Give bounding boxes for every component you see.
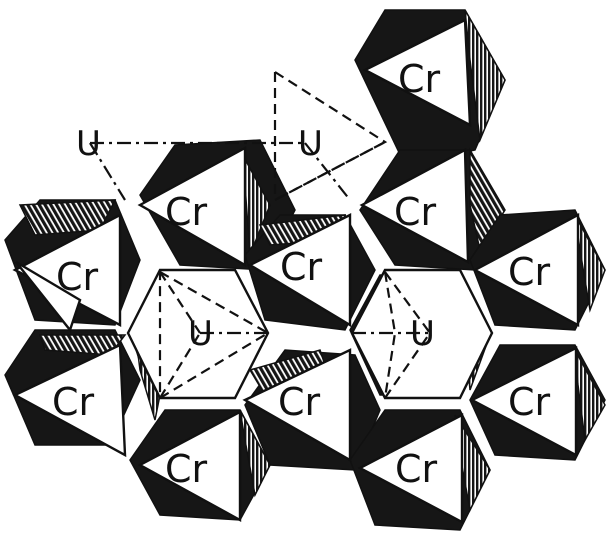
cr-face-1	[362, 18, 472, 128]
cr-label-9: Cr	[508, 380, 551, 424]
u-label-4: U	[410, 314, 435, 354]
cr-face-8	[242, 348, 352, 463]
u-label-3: U	[188, 314, 213, 354]
cr-face-3	[359, 148, 470, 265]
small-face	[15, 260, 82, 333]
cr-face-6	[472, 212, 580, 328]
cr-label-8: Cr	[278, 380, 321, 424]
cr-face-2	[137, 145, 247, 268]
cr-face-7	[12, 343, 127, 458]
cr-face-9	[469, 346, 578, 457]
u-label-1: U	[76, 124, 101, 164]
cr-face-5	[247, 213, 352, 328]
cr-label-5: Cr	[280, 245, 323, 289]
u-labels: U U U U	[76, 124, 435, 354]
cr-face-10	[137, 410, 242, 523]
cr-label-2: Cr	[165, 190, 208, 234]
cr-labels: Cr Cr Cr Cr Cr Cr Cr Cr Cr Cr Cr	[52, 57, 551, 491]
cr-label-3: Cr	[394, 190, 437, 234]
octahedra-top-faces	[12, 18, 580, 524]
cr-label-10: Cr	[165, 447, 208, 491]
cr-label-4: Cr	[56, 255, 99, 299]
coordination-lines	[89, 71, 431, 400]
cr-face-11	[357, 413, 464, 524]
cr-label-7: Cr	[52, 380, 95, 424]
cr-label-6: Cr	[508, 250, 551, 294]
u-cavity-left	[126, 268, 270, 400]
cr-label-1: Cr	[398, 57, 441, 101]
u-label-2: U	[298, 124, 323, 164]
uranium-cavities	[15, 260, 494, 400]
cr-label-11: Cr	[395, 447, 438, 491]
